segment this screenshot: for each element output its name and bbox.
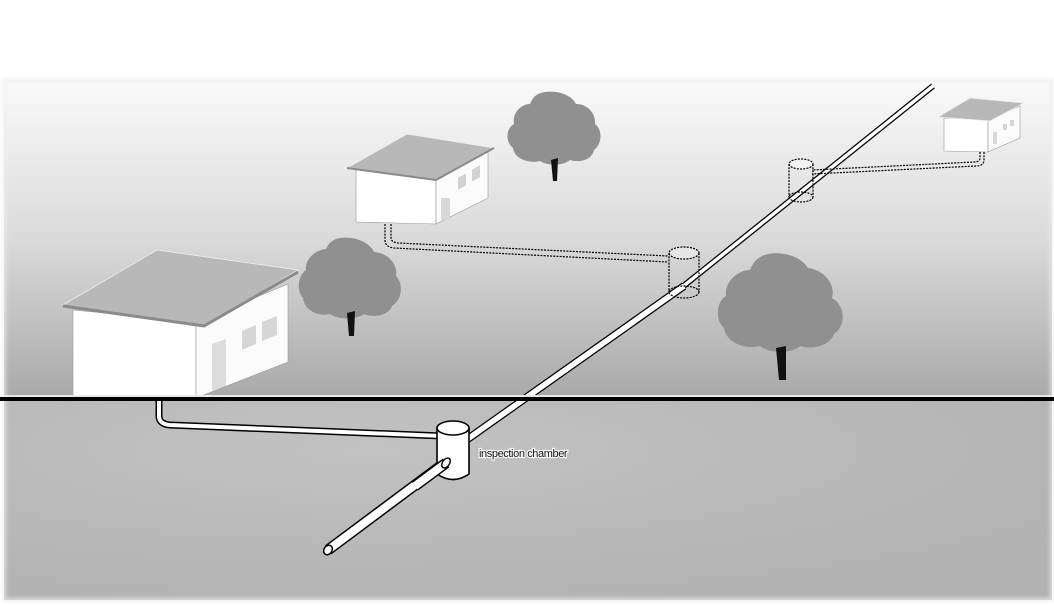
tree-trunk <box>776 346 786 380</box>
frame-shadow <box>2 78 1054 602</box>
house-far-door <box>993 132 997 144</box>
house-near-window <box>262 316 277 341</box>
tree-right <box>717 253 843 380</box>
house-near <box>61 249 300 399</box>
house-middle-connection-pipe <box>384 224 669 263</box>
house-near-window <box>242 325 256 350</box>
chamber-top <box>436 420 470 436</box>
inspection-chamber-label: inspection chamber <box>479 448 568 460</box>
house-middle <box>345 133 496 225</box>
tree-top-center <box>507 91 601 181</box>
house-middle-window <box>472 165 480 182</box>
house-middle-roof-edge <box>346 147 495 182</box>
house-near-connection-pipe <box>155 401 443 440</box>
tree-middle-left <box>298 237 401 336</box>
house-far-roof <box>936 97 1026 122</box>
house-near-door <box>212 339 226 391</box>
ground-surface-highlight <box>4 395 1052 397</box>
house-far-connection-pipe <box>811 152 985 175</box>
house-far <box>936 97 1026 153</box>
house-far-window <box>1003 124 1007 130</box>
house-far-window <box>1010 120 1014 126</box>
house-middle-door <box>441 198 450 220</box>
house-middle-window <box>458 173 466 190</box>
tree-canopy <box>298 237 401 319</box>
house-near-roof-edge <box>62 270 299 328</box>
tree-canopy <box>507 91 601 165</box>
chamber-outlet-fill <box>412 459 449 490</box>
main-pipe-mid-fill <box>453 283 686 451</box>
tree-trunk <box>347 311 355 336</box>
main-pipe-far-fill <box>674 84 935 294</box>
main-pipe-open-end <box>322 544 334 556</box>
ground-line <box>0 397 1054 401</box>
tree-canopy <box>717 253 843 352</box>
inspection-chamber-near <box>411 420 470 491</box>
underground-area <box>4 400 1052 600</box>
house-far-wall-front <box>943 117 989 153</box>
inspection-chamber-far <box>788 158 814 203</box>
chamber-outlet-opening <box>441 457 451 469</box>
tree-trunk <box>551 158 558 181</box>
inspection-chamber-middle <box>668 246 700 299</box>
